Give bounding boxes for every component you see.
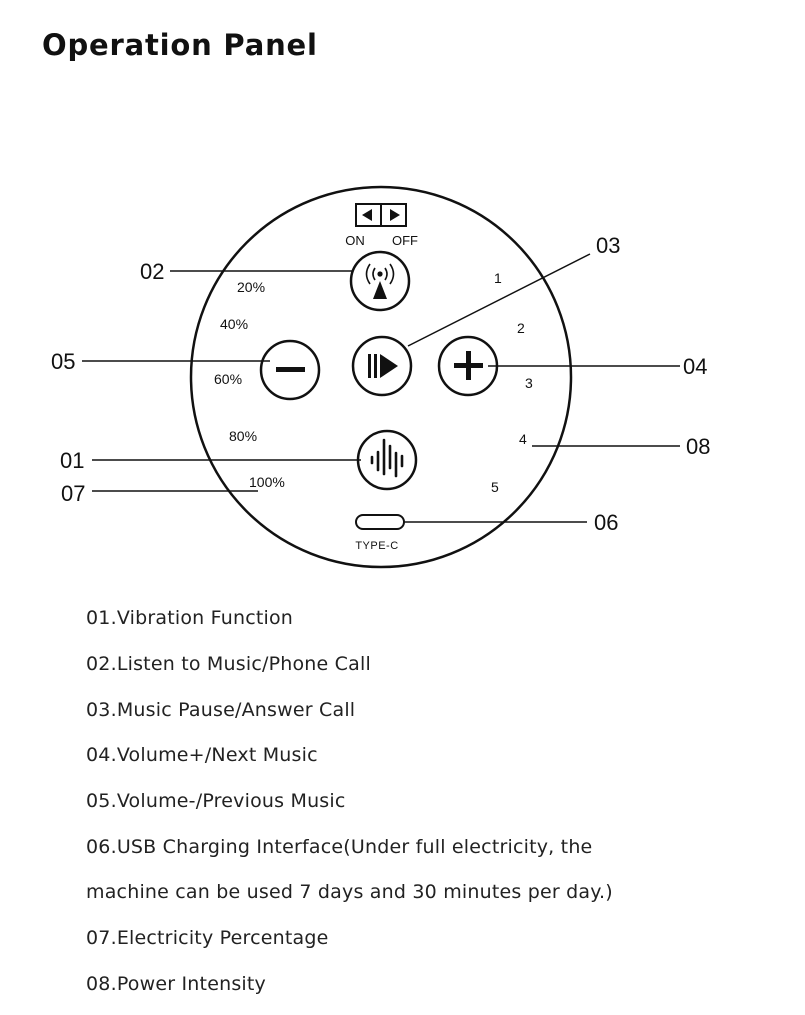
intensity-level-3: 3 [525, 375, 533, 391]
broadcast-antenna-icon [365, 263, 395, 299]
intensity-scale: 1 2 3 4 5 [491, 270, 533, 495]
operation-panel-diagram: ON OFF [51, 185, 710, 569]
callout-03: 03 [596, 233, 620, 258]
volume-down-button[interactable] [259, 339, 321, 401]
plus-icon [454, 351, 483, 380]
legend-item-04: 04.Volume+/Next Music [86, 744, 318, 766]
legend-item-05: 05.Volume-/Previous Music [86, 790, 346, 812]
legend-item-07: 07.Electricity Percentage [86, 927, 329, 949]
callout-lines [82, 253, 680, 523]
power-switch[interactable] [355, 203, 407, 227]
callout-05: 05 [51, 349, 75, 374]
legend-item-06: 06.USB Charging Interface(Under full ele… [86, 836, 593, 858]
port-label: TYPE-C [355, 540, 398, 552]
battery-scale: 20% 40% 60% 80% 100% [214, 279, 285, 490]
switch-off-label: OFF [392, 233, 418, 248]
page-title: Operation Panel [42, 28, 318, 62]
legend-item-06-continued: machine can be used 7 days and 30 minute… [86, 881, 613, 903]
intensity-level-2: 2 [517, 320, 525, 336]
callout-01: 01 [60, 448, 84, 473]
volume-up-button[interactable] [437, 335, 499, 397]
minus-icon [276, 367, 305, 372]
vibration-wave-icon [370, 438, 404, 478]
play-pause-icon [368, 354, 398, 378]
callout-04: 04 [683, 354, 707, 379]
legend-item-01: 01.Vibration Function [86, 607, 294, 629]
battery-level-100: 100% [249, 474, 285, 490]
battery-level-60: 60% [214, 371, 242, 387]
music-phone-button[interactable] [349, 250, 411, 312]
callout-06: 06 [594, 510, 618, 535]
play-pause-button[interactable] [351, 335, 413, 397]
legend-item-08: 08.Power Intensity [86, 973, 266, 995]
intensity-level-1: 1 [494, 270, 502, 286]
intensity-level-4: 4 [519, 431, 527, 447]
arrow-left-icon [362, 209, 372, 221]
callout-07: 07 [61, 481, 85, 506]
battery-level-40: 40% [220, 316, 248, 332]
intensity-level-5: 5 [491, 479, 499, 495]
battery-level-80: 80% [229, 428, 257, 444]
battery-level-20: 20% [237, 279, 265, 295]
usb-c-port[interactable] [355, 514, 405, 530]
arrow-right-icon [390, 209, 400, 221]
legend-item-02: 02.Listen to Music/Phone Call [86, 653, 371, 675]
callout-08: 08 [686, 434, 710, 459]
switch-on-label: ON [345, 233, 365, 248]
callout-02: 02 [140, 259, 164, 284]
vibration-button[interactable] [356, 429, 418, 491]
legend-item-03: 03.Music Pause/Answer Call [86, 699, 356, 721]
